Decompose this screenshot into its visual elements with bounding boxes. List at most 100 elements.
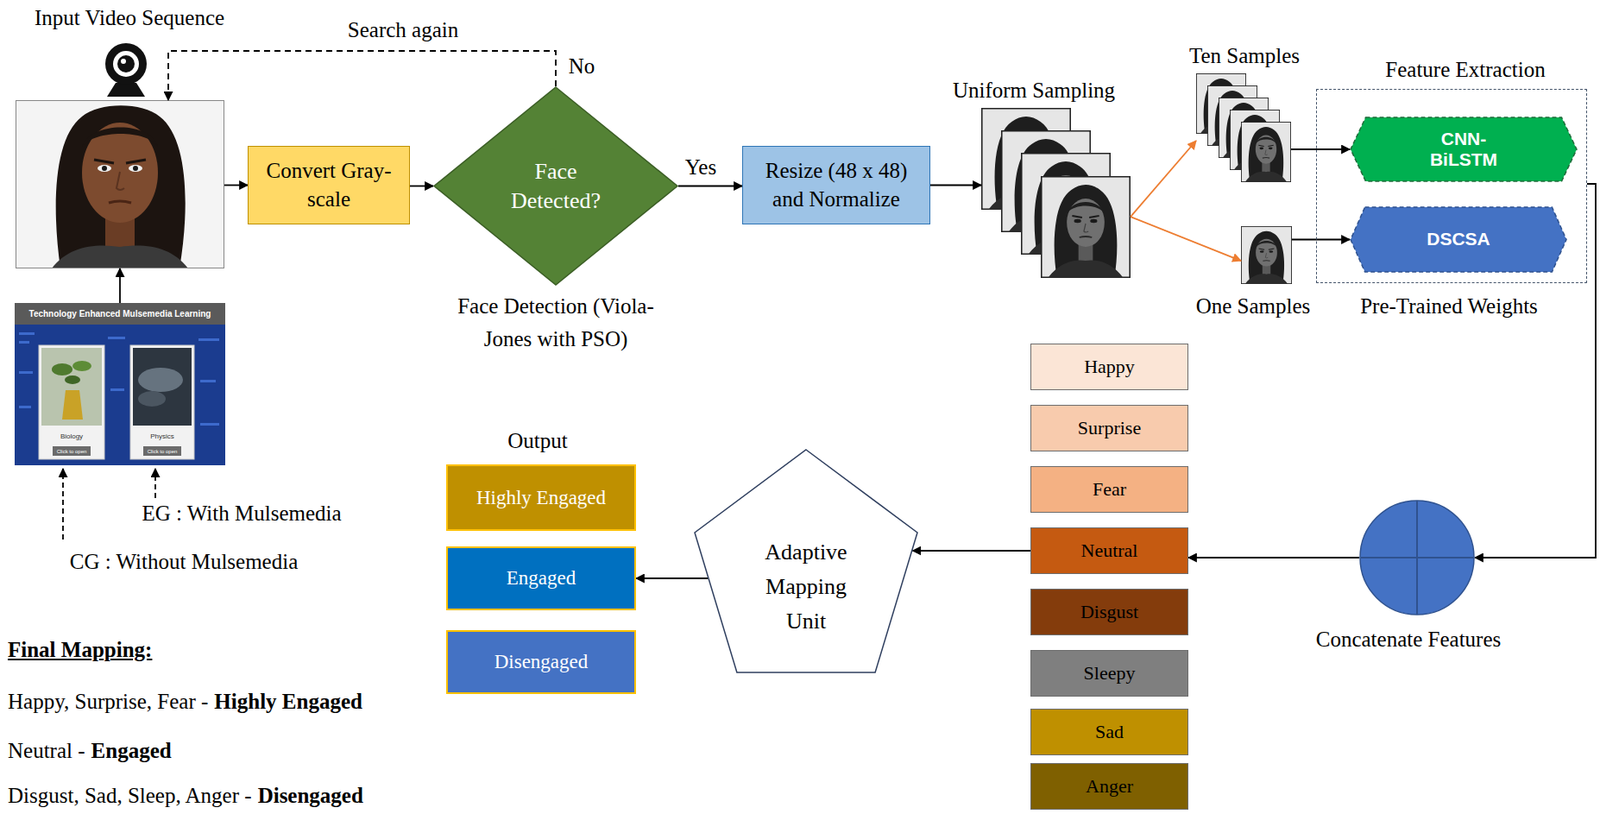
group-region: Feature ExtractionCNN-BiLSTMDSCSA [1316, 88, 1588, 284]
process-box: Convert Gray-scale [247, 145, 410, 225]
decision-diamond-outline [433, 86, 679, 286]
output-box: Highly Engaged [446, 464, 637, 531]
node-heading: Feature Extraction [1385, 57, 1545, 82]
group-leader [62, 468, 156, 540]
node-text: CNN-BiLSTM [1420, 128, 1507, 171]
mapping-rule: Disengaged [258, 783, 364, 807]
connector-arrow [119, 268, 121, 303]
mapping-rule: Engaged [91, 738, 172, 763]
node-text: Fear [1092, 478, 1127, 501]
emotion-box: Sad [1030, 708, 1189, 756]
group-label: EG : With Mulsemedia [141, 501, 341, 525]
model-block: DSCSA [1349, 206, 1568, 273]
weights-label: Pre-Trained Weights [1360, 294, 1538, 318]
step-caption-group: Face Detection (Viola-Jones with PSO) [443, 289, 668, 356]
node-text: Neutral [1081, 539, 1139, 562]
node-heading: One Samples [1196, 294, 1311, 319]
frame-stack: Ten Samples [1196, 73, 1292, 183]
node-text: Convert Gray-scale [254, 157, 404, 214]
frame-single: One Samples [1240, 226, 1292, 284]
connector-arrow [224, 184, 248, 187]
node-heading: Physics [150, 432, 175, 441]
emotion-box: Neutral [1030, 527, 1189, 574]
node-text: Happy [1083, 355, 1135, 378]
node-text: DSCSA [1426, 228, 1491, 250]
mapping-title-group: Final Mapping: [7, 636, 152, 663]
screenshot-panel: Technology Enhanced Mulsemedia LearningB… [14, 302, 226, 466]
node-text: Resize (48 x 48) and Normalize [751, 157, 921, 214]
frame-stack: Uniform Sampling [981, 107, 1131, 278]
node-heading: Concatenate Features [1316, 627, 1502, 652]
connector-arrow [168, 50, 556, 101]
connector-arrow [409, 185, 434, 188]
connector-arrow [678, 185, 743, 188]
node-heading: Click to open [56, 448, 88, 454]
output-label-group: Output [507, 428, 567, 454]
sampled-frames [982, 73, 1292, 284]
mapping-rule: Highly Engaged [214, 689, 363, 713]
emotion-box: Anger [1030, 762, 1189, 810]
node-text: Engaged [506, 566, 576, 591]
emotion-box: Sleepy [1030, 649, 1189, 697]
node-heading: Input Video Sequence [34, 6, 225, 31]
node-text: Face Detected? [495, 157, 617, 216]
node-heading: Ten Samples [1189, 44, 1300, 69]
edge-label: Search again [345, 18, 461, 43]
node-text: Highly Engaged [476, 485, 606, 511]
emotion-box: Fear [1030, 466, 1189, 513]
mapping-rule-group: Neutral -Engaged [7, 737, 172, 764]
photo-border [16, 100, 225, 269]
group-label-group: CG : Without Mulsemedia [69, 548, 299, 575]
screenshot-illustration [14, 302, 226, 466]
group-label-group: EG : With Mulsemedia [141, 500, 341, 527]
node-text: Anger [1085, 774, 1134, 798]
edge-label: Yes [682, 155, 719, 180]
node-heading: Uniform Sampling [952, 78, 1115, 103]
output-box: Engaged [446, 546, 637, 611]
node-text: Surprise [1077, 416, 1141, 440]
node-text: Disgust [1080, 600, 1139, 624]
node-text: Adaptive Mapping Unit [754, 535, 858, 640]
node-text: Sad [1095, 720, 1124, 744]
mapping-rule: Neutral - [7, 738, 86, 763]
mapping-rule-group: Disgust, Sad, Sleep, Anger -Disengaged [7, 782, 364, 809]
concat-circle: Concatenate Features [1359, 499, 1475, 616]
decision-diamond: Face Detected? [433, 86, 679, 286]
node-heading: Technology Enhanced Mulsemedia Learning [29, 308, 212, 319]
connector-arrow [1291, 148, 1350, 151]
process-box: Resize (48 x 48) and Normalize [742, 145, 931, 225]
output-box: Disengaged [446, 629, 637, 694]
branch-label: No [568, 54, 596, 78]
connector-arrow [636, 577, 708, 580]
mapping-title: Final Mapping: [7, 637, 152, 662]
mapping-pentagon: Adaptive Mapping Unit [693, 448, 919, 674]
node-heading: Biology [60, 432, 83, 441]
connector-arrow [930, 184, 982, 187]
mapping-rule: Happy, Surprise, Fear - [7, 689, 208, 713]
face-photo [15, 100, 225, 269]
node-heading: Click to open [147, 448, 178, 454]
webcam-icon [105, 43, 147, 97]
connector-arrow [1130, 140, 1197, 217]
node-text: Sleepy [1083, 661, 1136, 685]
mapping-rule: Disgust, Sad, Sleep, Anger - [7, 783, 252, 807]
group-label: CG : Without Mulsemedia [69, 549, 299, 574]
output-label: Output [507, 428, 567, 453]
connector-arrow [1188, 556, 1360, 559]
node-text: Disengaged [494, 649, 589, 675]
weights-label-group: Pre-Trained Weights [1360, 293, 1538, 320]
connector-arrow [1291, 239, 1350, 241]
model-block: CNN-BiLSTM [1349, 116, 1578, 183]
input-frame: Input Video Sequence [15, 100, 225, 269]
emotion-box: Happy [1030, 343, 1189, 391]
mapping-rule-group: Happy, Surprise, Fear -Highly Engaged [7, 688, 363, 715]
emotion-box: Disgust [1030, 588, 1189, 636]
branch-label-group: No [568, 53, 596, 80]
connector-arrow [1130, 216, 1241, 261]
emotion-box: Surprise [1030, 404, 1189, 452]
concat-circle-outline [1359, 499, 1475, 616]
step-caption: Face Detection (Viola-Jones with PSO) [457, 294, 655, 351]
connector-arrow [913, 549, 1031, 552]
